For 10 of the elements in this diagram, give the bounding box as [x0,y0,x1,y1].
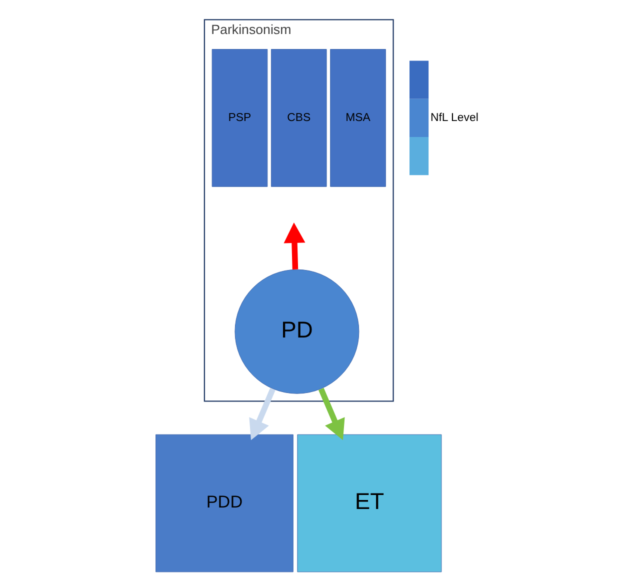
node-box: MSA [330,49,386,187]
label: NfL Level [430,112,478,124]
arrow [249,388,276,440]
node-box: PDD [156,434,294,572]
node-circle: PD [234,269,360,394]
node-box: CBS [270,49,327,187]
node-box: PSP [212,49,268,187]
arrow [284,222,306,270]
arrow [318,388,345,440]
node-box: ET [297,434,442,572]
